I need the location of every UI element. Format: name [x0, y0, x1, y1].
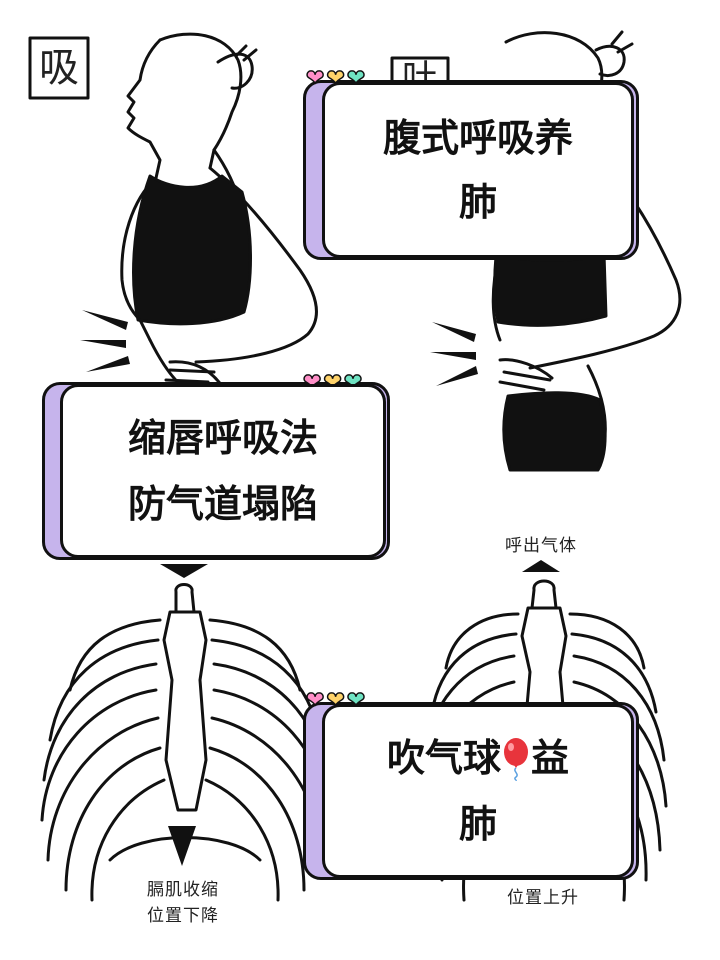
card-1-line-1: 腹式呼吸养	[382, 116, 573, 160]
card-3-text-a: 吹气球	[386, 736, 501, 780]
inhale-corner-box	[28, 36, 90, 100]
heart-icon: ❤	[305, 66, 325, 91]
card-3-line-2: 肺	[458, 802, 497, 846]
diaphragm-right-label: 位置上升	[507, 888, 579, 908]
card-2-line-1: 缩唇呼吸法	[127, 416, 318, 460]
card-2-line-2: 防气道塌陷	[127, 482, 318, 526]
card-abdominal-breathing: 腹式呼吸养 肺	[322, 82, 634, 258]
card-pursed-lip-breathing: 缩唇呼吸法 防气道塌陷	[60, 384, 386, 558]
balloon-icon	[501, 735, 531, 782]
diaphragm-left-line2: 位置下降	[147, 906, 219, 926]
diaphragm-left-line1: 膈肌收缩	[147, 880, 219, 900]
ribcage-left	[40, 583, 330, 902]
motion-marks-right	[430, 322, 478, 386]
exhale-air-label: 呼出气体	[505, 536, 577, 556]
card-1-line-2: 肺	[458, 180, 497, 224]
shorts-right	[502, 391, 607, 472]
card-3-text-b: 益	[531, 736, 570, 780]
card-balloon-blowing: 吹气球益 肺	[322, 704, 634, 878]
crop-top-right	[493, 252, 608, 327]
up-arrow-right	[522, 560, 560, 572]
inhale-label: 吸	[39, 45, 79, 91]
motion-marks-left	[80, 310, 130, 372]
down-arrow-top	[160, 564, 208, 578]
heart-icon: ❤	[305, 688, 325, 713]
card-3-line-1: 吹气球益	[387, 725, 569, 791]
down-arrow-left	[168, 826, 196, 866]
crop-top-left	[132, 174, 252, 326]
